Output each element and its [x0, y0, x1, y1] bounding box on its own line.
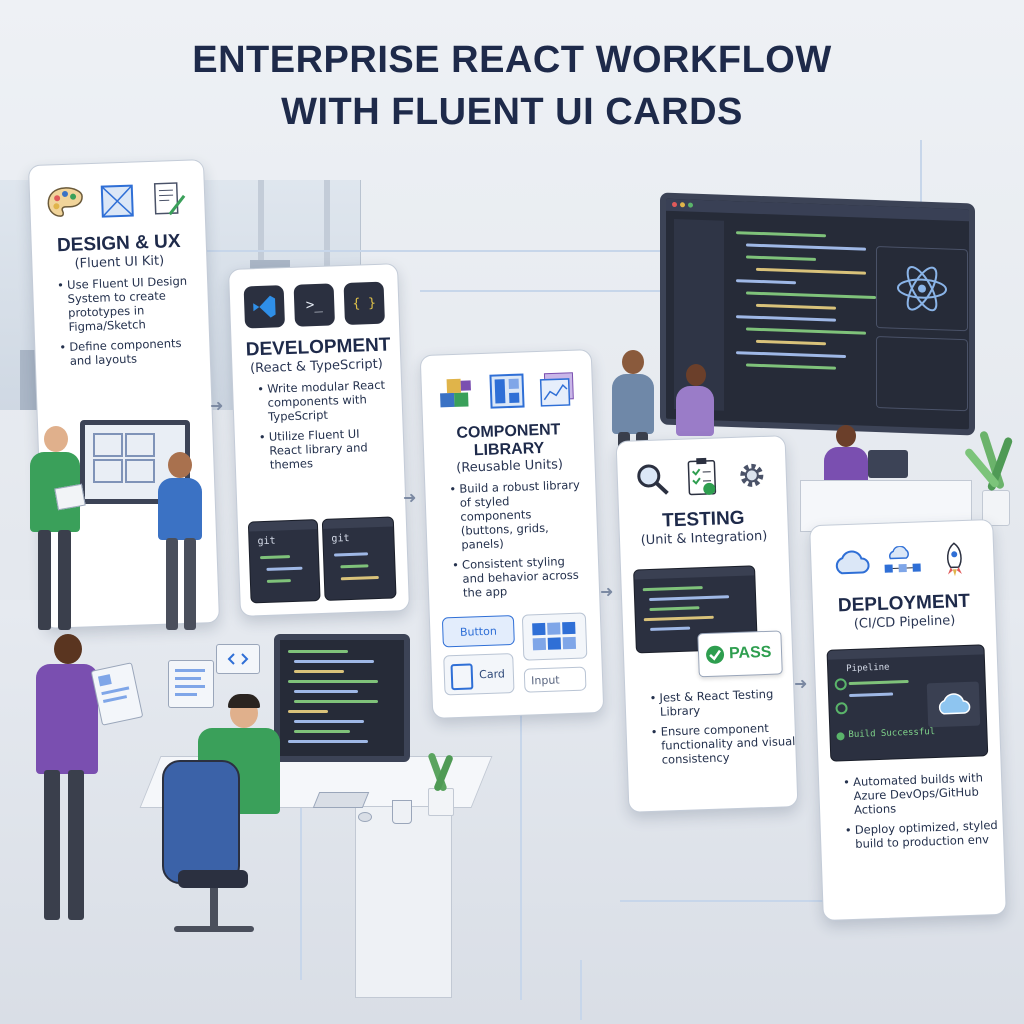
desk-cabinet	[355, 806, 452, 998]
floating-code-window	[216, 644, 260, 674]
card-deployment[interactable]: DEPLOYMENT (CI/CD Pipeline) Pipeline Bui…	[809, 518, 1008, 922]
floating-list-window	[168, 660, 214, 708]
card-icons	[631, 449, 773, 506]
sample-card-label: Card	[478, 666, 506, 681]
pipeline-label: Pipeline	[846, 662, 890, 675]
wall-monitor	[660, 192, 975, 436]
card-bullets: Write modular React components with Type…	[247, 378, 390, 473]
card-testing[interactable]: TESTING (Unit & Integration) PASS Jest &…	[615, 435, 799, 813]
circuit-trace	[300, 720, 302, 980]
flow-arrow: ➜	[600, 582, 614, 601]
pass-badge: PASS	[697, 630, 783, 678]
card-bullets: Jest & React Testing Library Ensure comp…	[639, 686, 799, 773]
card-development[interactable]: >_ { } DEVELOPMENT (React & TypeScript) …	[227, 263, 411, 617]
git-label: git	[331, 532, 350, 545]
bullet-item: Define components and layouts	[61, 335, 196, 368]
card-component-library[interactable]: COMPONENT LIBRARY (Reusable Units) Build…	[419, 349, 605, 719]
cloud-icon	[829, 541, 872, 584]
card-icons	[435, 363, 579, 420]
braces-icon: { }	[343, 281, 385, 326]
git-terminal-2: git	[321, 516, 397, 601]
flow-arrow: ➜	[403, 488, 417, 507]
cloud-deploy-graphic	[926, 681, 981, 728]
vscode-icon	[243, 285, 286, 329]
pass-label: PASS	[728, 643, 772, 663]
card-title: COMPONENT LIBRARY	[456, 421, 561, 460]
checklist-icon	[681, 455, 722, 498]
circuit-trace	[580, 960, 582, 1020]
flow-arrow: ➜	[210, 396, 224, 415]
pipeline-icon	[881, 539, 924, 582]
pipeline-window: Pipeline Build Successful	[826, 644, 989, 762]
git-label: git	[257, 535, 276, 548]
sample-input[interactable]: Input	[523, 666, 587, 693]
git-terminal-1: git	[247, 519, 321, 604]
coffee-mug	[392, 800, 412, 824]
card-design[interactable]: DESIGN & UX (Fluent UI Kit) Use Fluent U…	[27, 159, 221, 629]
title-line-1: ENTERPRISE REACT WORKFLOW	[192, 39, 832, 81]
wireframe-icon	[96, 179, 139, 222]
react-atom-icon	[876, 246, 968, 332]
bullet-item: Ensure component functionality and visua…	[652, 720, 798, 767]
circuit-trace	[620, 900, 1000, 902]
palette-icon	[44, 181, 87, 224]
bullet-item: Automated builds with Azure DevOps/GitHu…	[845, 770, 1006, 818]
build-status: Build Successful	[848, 727, 936, 741]
terminal-icon: >_	[293, 283, 336, 327]
rocket-icon	[933, 538, 976, 581]
card-icons	[43, 173, 191, 230]
card-bullets: Build a robust library of styled compone…	[439, 478, 585, 601]
developer-monitor	[274, 634, 410, 762]
sample-button[interactable]: Button	[441, 614, 515, 648]
gear-icon	[731, 454, 772, 497]
bullet-item: Write modular React components with Type…	[259, 378, 388, 424]
sample-card: Card	[443, 653, 515, 696]
bullet-item: Jest & React Testing Library	[651, 686, 797, 719]
magnifier-icon	[631, 457, 672, 500]
bullet-item: Consistent styling and behavior across t…	[454, 554, 585, 601]
mouse	[358, 812, 372, 822]
title-line-2: WITH FLUENT UI CARDS	[281, 91, 743, 133]
bullet-item: Build a robust library of styled compone…	[451, 478, 583, 552]
chart-window-icon	[537, 368, 579, 411]
sketch-document-icon	[148, 178, 191, 221]
card-bullets: Automated builds with Azure DevOps/GitHu…	[833, 770, 1008, 858]
bullet-item: Deploy optimized, styled build to produc…	[847, 818, 1008, 852]
card-bullets: Use Fluent UI Design System to create pr…	[47, 274, 196, 369]
layout-grid-icon	[486, 369, 528, 412]
check-circle-icon	[706, 645, 725, 664]
bullet-item: Utilize Fluent UI React library and them…	[261, 426, 390, 472]
circuit-trace	[520, 700, 522, 1000]
keyboard	[312, 792, 370, 808]
card-icons: >_ { }	[243, 277, 385, 334]
flow-arrow: ➜	[794, 674, 808, 693]
circuit-trace	[200, 250, 800, 252]
blocks-icon	[435, 371, 477, 414]
sample-grid	[521, 612, 588, 661]
circuit-trace	[920, 140, 922, 230]
bullet-item: Use Fluent UI Design System to create pr…	[59, 274, 195, 335]
page-title: ENTERPRISE REACT WORKFLOW WITH FLUENT UI…	[0, 34, 1024, 138]
card-icons	[825, 532, 981, 589]
code-brackets-icon	[227, 653, 249, 665]
